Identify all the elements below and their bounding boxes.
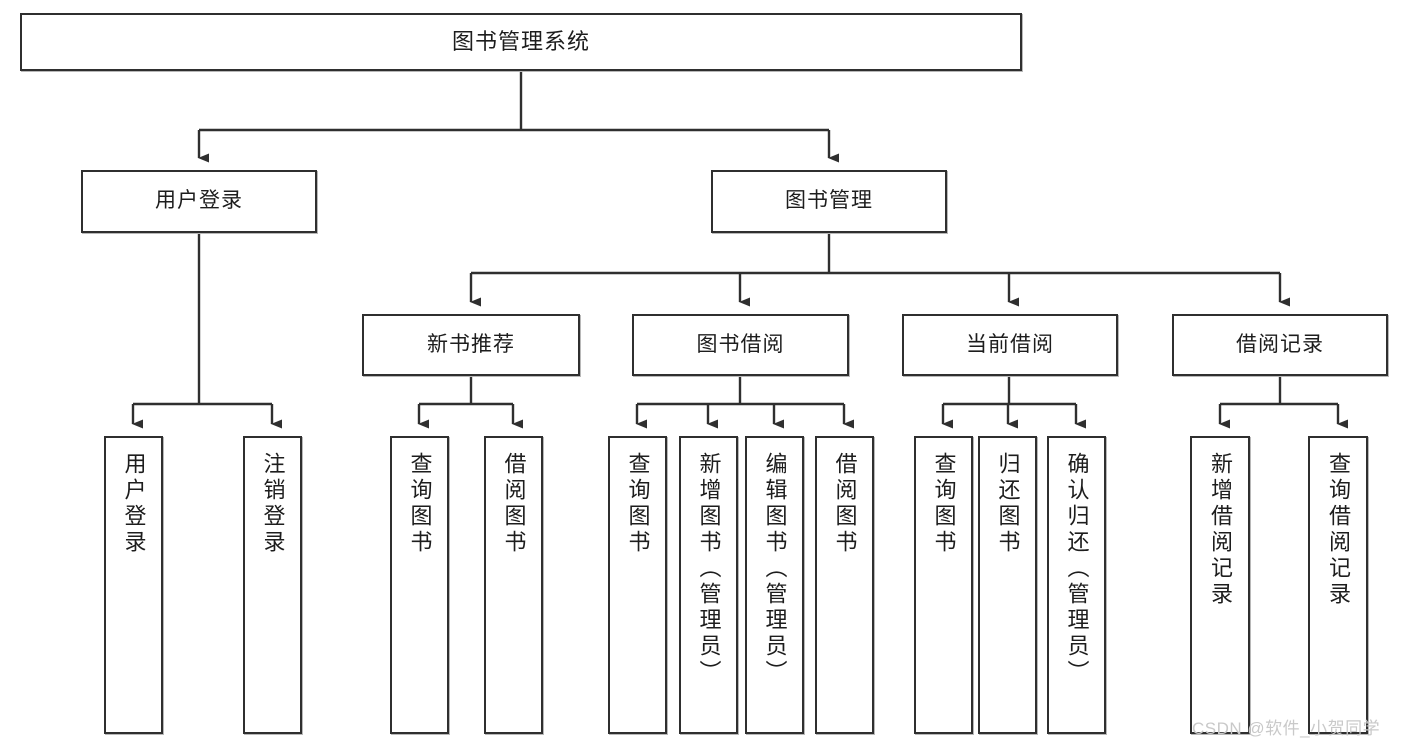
leaf-label: 归还图书	[995, 452, 1021, 556]
leaf-label: 编辑图书（管理员）	[762, 452, 788, 686]
node-borrow-record-label: 借阅记录	[1236, 332, 1324, 356]
leaf-book-borrow-borrow[interactable]: 借阅图书	[815, 436, 874, 734]
leaf-borrow-record-query[interactable]: 查询借阅记录	[1308, 436, 1368, 734]
csdn-watermark: CSDN @软件_小贺同学	[1192, 719, 1381, 738]
leaf-book-borrow-add[interactable]: 新增图书（管理员）	[679, 436, 738, 734]
leaf-book-borrow-edit[interactable]: 编辑图书（管理员）	[745, 436, 804, 734]
leaf-label: 借阅图书	[501, 452, 527, 556]
leaf-label: 注销登录	[260, 452, 286, 556]
node-user-login[interactable]: 用户登录	[81, 170, 317, 233]
leaf-label: 查询借阅记录	[1326, 452, 1351, 608]
leaf-label: 查询图书	[931, 452, 957, 556]
node-book-borrow-label: 图书借阅	[696, 332, 785, 356]
leaf-new-book-query[interactable]: 查询图书	[390, 436, 449, 734]
leaf-current-borrow-confirm-return[interactable]: 确认归还（管理员）	[1047, 436, 1106, 734]
node-current-borrow-label: 当前借阅	[966, 332, 1054, 356]
leaf-borrow-record-add[interactable]: 新增借阅记录	[1190, 436, 1250, 734]
leaf-user-login-logout[interactable]: 注销登录	[243, 436, 302, 734]
node-borrow-record[interactable]: 借阅记录	[1172, 314, 1388, 376]
leaf-current-borrow-query[interactable]: 查询图书	[914, 436, 973, 734]
leaf-book-borrow-query[interactable]: 查询图书	[608, 436, 667, 734]
leaf-user-login-login[interactable]: 用户登录	[104, 436, 163, 734]
node-new-book-recommend[interactable]: 新书推荐	[362, 314, 580, 376]
node-current-borrow[interactable]: 当前借阅	[902, 314, 1118, 376]
leaf-label: 用户登录	[121, 452, 147, 556]
node-user-login-label: 用户登录	[155, 189, 243, 213]
node-root-label: 图书管理系统	[451, 29, 590, 55]
node-book-management[interactable]: 图书管理	[711, 170, 947, 233]
leaf-label: 确认归还（管理员）	[1064, 452, 1090, 686]
leaf-label: 查询图书	[407, 452, 433, 556]
node-book-borrow[interactable]: 图书借阅	[632, 314, 849, 376]
node-root[interactable]: 图书管理系统	[20, 13, 1022, 71]
leaf-label: 查询图书	[625, 452, 651, 556]
leaf-label: 新增图书（管理员）	[696, 452, 722, 686]
leaf-new-book-borrow[interactable]: 借阅图书	[484, 436, 543, 734]
leaf-current-borrow-return[interactable]: 归还图书	[978, 436, 1037, 734]
node-new-book-recommend-label: 新书推荐	[427, 332, 515, 356]
node-book-management-label: 图书管理	[785, 189, 873, 213]
leaf-label: 新增借阅记录	[1208, 452, 1233, 608]
leaf-label: 借阅图书	[832, 452, 858, 556]
